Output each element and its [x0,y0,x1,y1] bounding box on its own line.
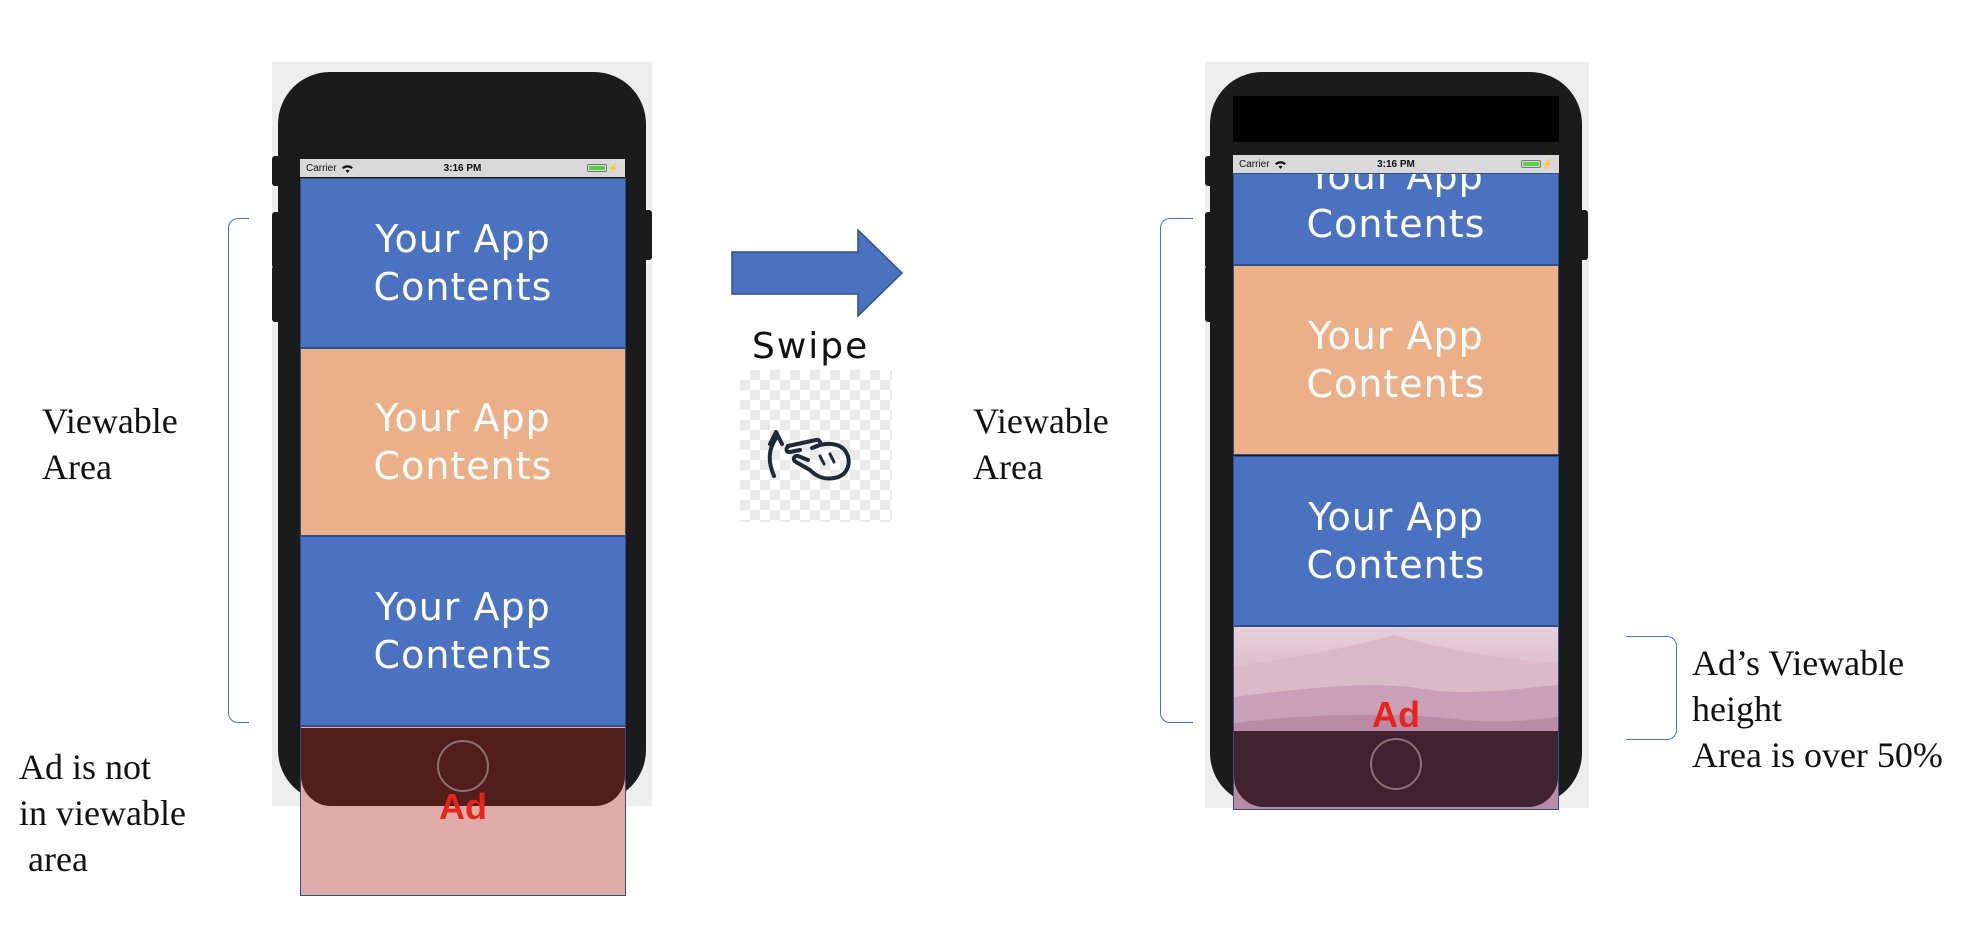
ad-viewable-bracket [1626,636,1677,740]
left-viewable-label: Viewable Area [42,401,178,487]
right-content-block-2: Your App Contents [1233,265,1559,455]
battery-icon: ⚡ [586,163,619,174]
right-ad-label: Ad [1372,694,1420,735]
right-ad-note: Ad’s Viewable height Area is over 50% [1692,643,1943,775]
right-phone-side-button [1205,156,1213,186]
right-phone-volume-up [1205,212,1213,268]
left-phone-power-button [644,210,652,260]
right-black-bar [1233,96,1559,142]
left-content-block-3: Your App Contents [300,536,626,726]
left-status-bar: Carrier 3:16 PM ⚡ [300,159,625,177]
left-content-block-1: Your App Contents [300,178,626,348]
left-phone-side-button [272,156,280,186]
right-phone-power-button [1580,210,1588,260]
right-status-bar: Carrier 3:16 PM ⚡ [1233,155,1559,173]
right-viewable-label: Viewable Area [973,401,1109,487]
left-home-button [437,740,489,792]
arrow-right-icon [731,228,904,318]
status-time: 3:16 PM [1377,158,1415,170]
wifi-icon [1274,160,1286,169]
right-home-button [1370,738,1422,790]
left-phone-volume-up [272,212,280,268]
right-content-block-1: Your App Contents [1233,173,1559,265]
battery-icon: ⚡ [1520,159,1553,170]
right-content-block-1-text: Your App Contents [1306,173,1486,246]
left-ad-label: Ad [439,786,487,827]
left-viewable-bracket [228,218,249,723]
right-viewable-bracket [1160,218,1193,723]
right-content-block-3: Your App Contents [1233,456,1559,626]
wifi-icon [341,164,353,173]
left-content-block-2: Your App Contents [300,348,626,536]
carrier-label: Carrier [306,162,337,174]
carrier-label: Carrier [1239,158,1270,170]
right-phone-volume-down [1205,266,1213,322]
left-phone-volume-down [272,266,280,322]
left-ad-note: Ad is not in viewable area [19,747,186,879]
swipe-label: Swipe [752,326,870,367]
swipe-hand-icon [767,430,851,481]
status-time: 3:16 PM [443,162,482,174]
